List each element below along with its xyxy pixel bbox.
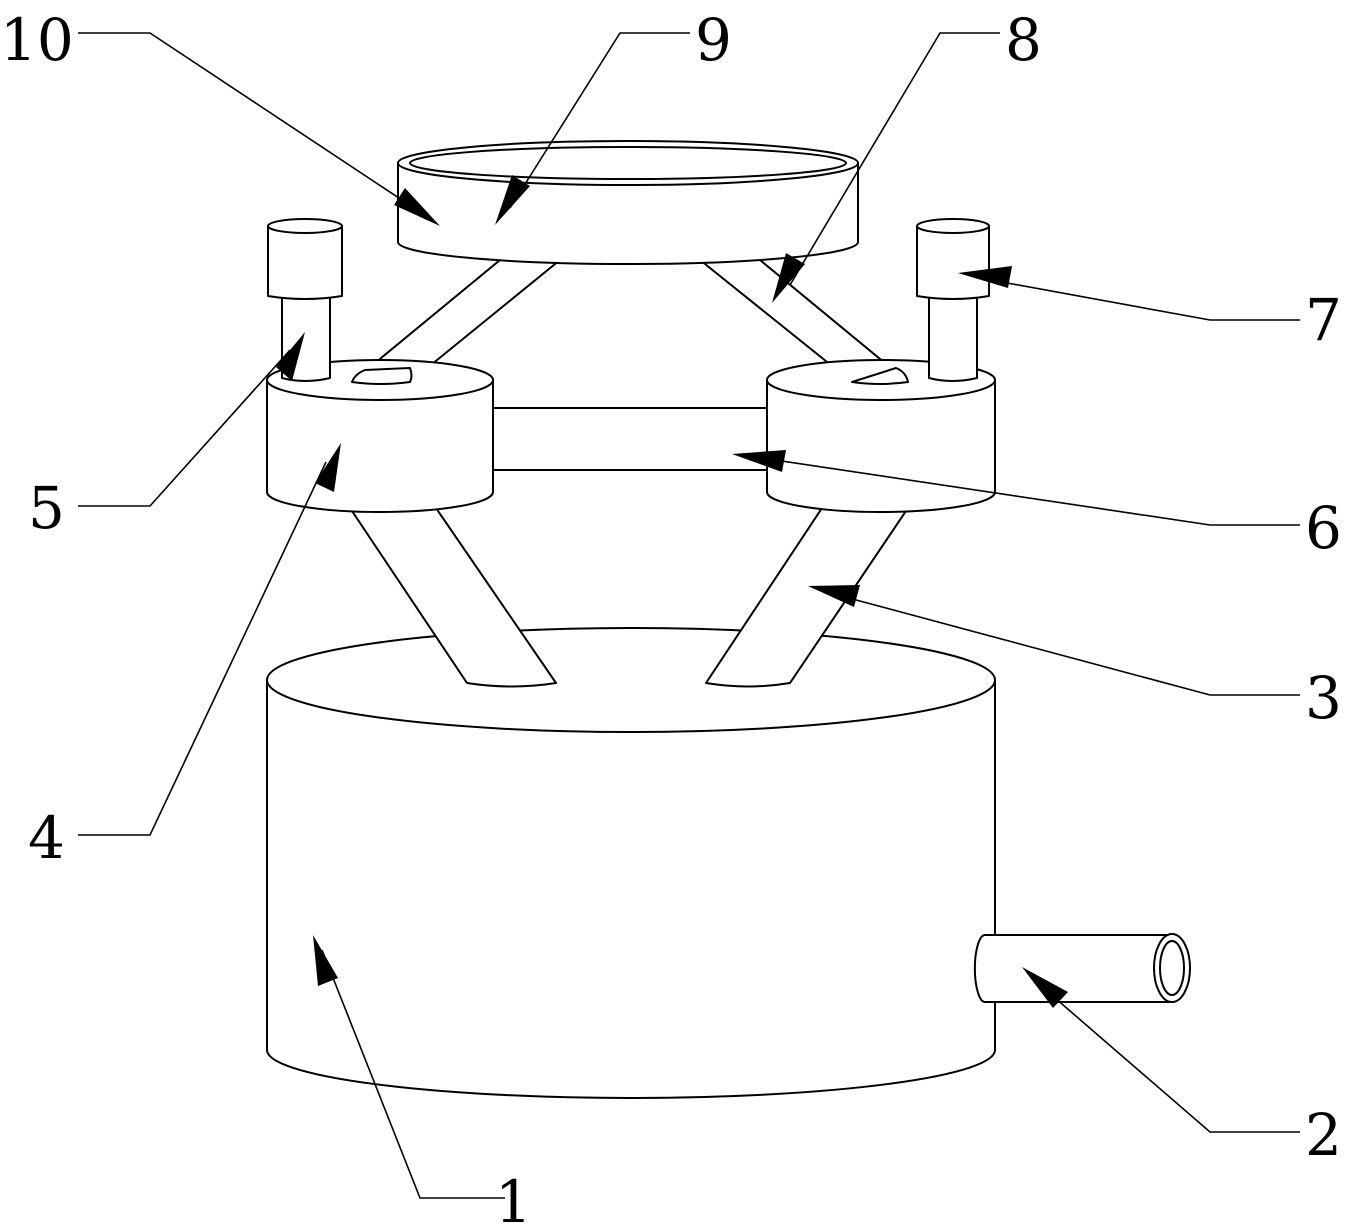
callout-numbers: 10 9 8 7 5 6 3 4 2 1 bbox=[0, 6, 1342, 1230]
callout-10: 10 bbox=[0, 6, 74, 74]
right-shaft bbox=[916, 218, 990, 382]
callout-3: 3 bbox=[1305, 664, 1342, 732]
callout-2: 2 bbox=[1305, 1101, 1342, 1169]
left-housing bbox=[266, 359, 494, 513]
base-cylinder bbox=[266, 627, 996, 1099]
callout-8: 8 bbox=[1005, 6, 1042, 74]
callout-6: 6 bbox=[1305, 494, 1342, 562]
connecting-tube bbox=[481, 407, 771, 471]
lower-supports bbox=[349, 507, 909, 688]
callout-9: 9 bbox=[695, 6, 732, 74]
top-ring bbox=[397, 140, 859, 265]
callout-4: 4 bbox=[28, 804, 65, 872]
outlet-pipe bbox=[973, 933, 1191, 1003]
callout-1: 1 bbox=[495, 1168, 532, 1230]
callout-5: 5 bbox=[28, 474, 65, 542]
leader-lines bbox=[78, 32, 1300, 1199]
callout-7: 7 bbox=[1305, 286, 1342, 354]
left-shaft bbox=[267, 218, 343, 382]
right-housing bbox=[766, 359, 996, 513]
